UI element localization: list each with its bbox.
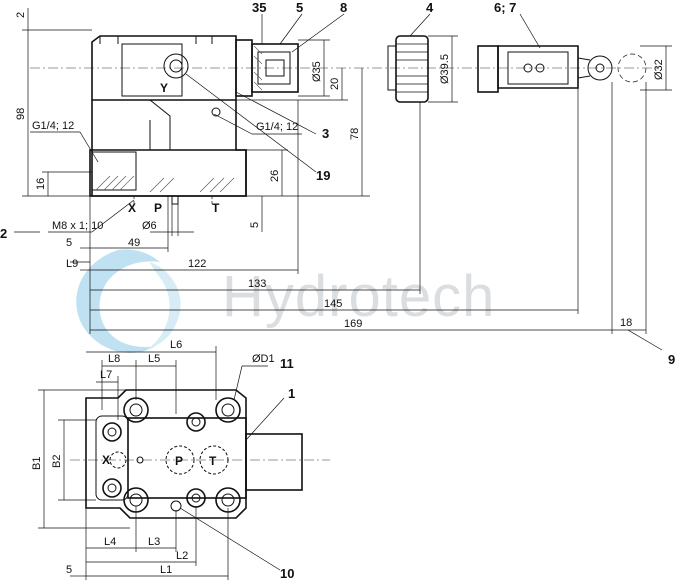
callout-9: 9 (668, 352, 675, 367)
callout-35: 35 (252, 0, 266, 15)
callout-3: 3 (322, 126, 329, 141)
top-view-dimensions (22, 8, 672, 351)
dim-20: 20 (329, 78, 341, 90)
dim-l6: L6 (170, 339, 182, 351)
dim-b2: B2 (51, 455, 63, 468)
dim-78: 78 (349, 128, 361, 140)
dimension-labels: 2 98 16 G1/4; 12 G1/4; 12 Ø35 20 78 26 5… (15, 12, 665, 576)
watermark-text: Hydrotech (222, 264, 495, 329)
lock-with-key (477, 45, 647, 93)
dim-18: 18 (620, 317, 632, 329)
callout-4: 4 (426, 0, 434, 15)
dim-g14-right: G1/4; 12 (256, 121, 298, 133)
dim-26: 26 (269, 170, 281, 182)
dim-l4: L4 (104, 536, 116, 548)
watermark: Hydrotech (76, 249, 495, 353)
dim-d6: Ø6 (142, 220, 157, 232)
watermark-logo-swirl (76, 249, 160, 353)
port-labels: X P T Y X P T (102, 81, 220, 468)
callout-11: 11 (280, 356, 294, 371)
callout-2: 2 (0, 226, 7, 241)
dim-l3: L3 (148, 536, 160, 548)
dim-l2: L2 (176, 550, 188, 562)
callout-10: 10 (280, 566, 294, 581)
port-x-top: X (128, 201, 136, 215)
callout-6-7: 6; 7 (494, 0, 516, 15)
dim-98: 98 (15, 108, 27, 120)
dim-133: 133 (248, 278, 266, 290)
dim-2: 2 (15, 12, 27, 18)
port-p-bottom: P (175, 454, 183, 468)
dim-5-right: 5 (249, 222, 261, 228)
valve-plan-view (85, 389, 303, 519)
dim-145: 145 (324, 298, 342, 310)
dim-5-bottom: 5 (66, 564, 72, 576)
callout-19: 19 (316, 168, 330, 183)
top-callout-leaders (14, 13, 541, 233)
port-p-top: P (154, 201, 162, 215)
dim-l7: L7 (100, 369, 112, 381)
dim-l9: L9 (66, 258, 78, 270)
port-t-top: T (212, 201, 220, 215)
valve-body-side-view (89, 35, 247, 205)
callout-1: 1 (288, 386, 295, 401)
dim-od1: ØD1 (252, 353, 275, 365)
dim-d35: Ø35 (311, 61, 323, 82)
bottom-view-dimensions (38, 346, 285, 580)
dim-m8: M8 x 1; 10 (52, 220, 103, 232)
port-t-bottom: T (209, 454, 217, 468)
port-x-bottom: X (102, 453, 110, 467)
dim-16: 16 (35, 178, 47, 190)
lockable-knob (387, 35, 429, 103)
dim-49: 49 (128, 237, 140, 249)
port-y: Y (160, 81, 168, 95)
dim-l1: L1 (160, 564, 172, 576)
dim-d32: Ø32 (653, 59, 665, 80)
callout-8: 8 (340, 0, 347, 15)
dim-l5: L5 (148, 353, 160, 365)
dim-5-left: 5 (66, 237, 72, 249)
watermark-logo-arc (146, 262, 181, 350)
dim-l8: L8 (108, 353, 120, 365)
dim-d39-5: Ø39.5 (439, 54, 451, 84)
dim-122: 122 (188, 258, 206, 270)
dim-g14-left: G1/4; 12 (32, 120, 74, 132)
callout-5: 5 (296, 0, 303, 15)
dim-169: 169 (344, 318, 362, 330)
dim-b1: B1 (31, 457, 43, 470)
